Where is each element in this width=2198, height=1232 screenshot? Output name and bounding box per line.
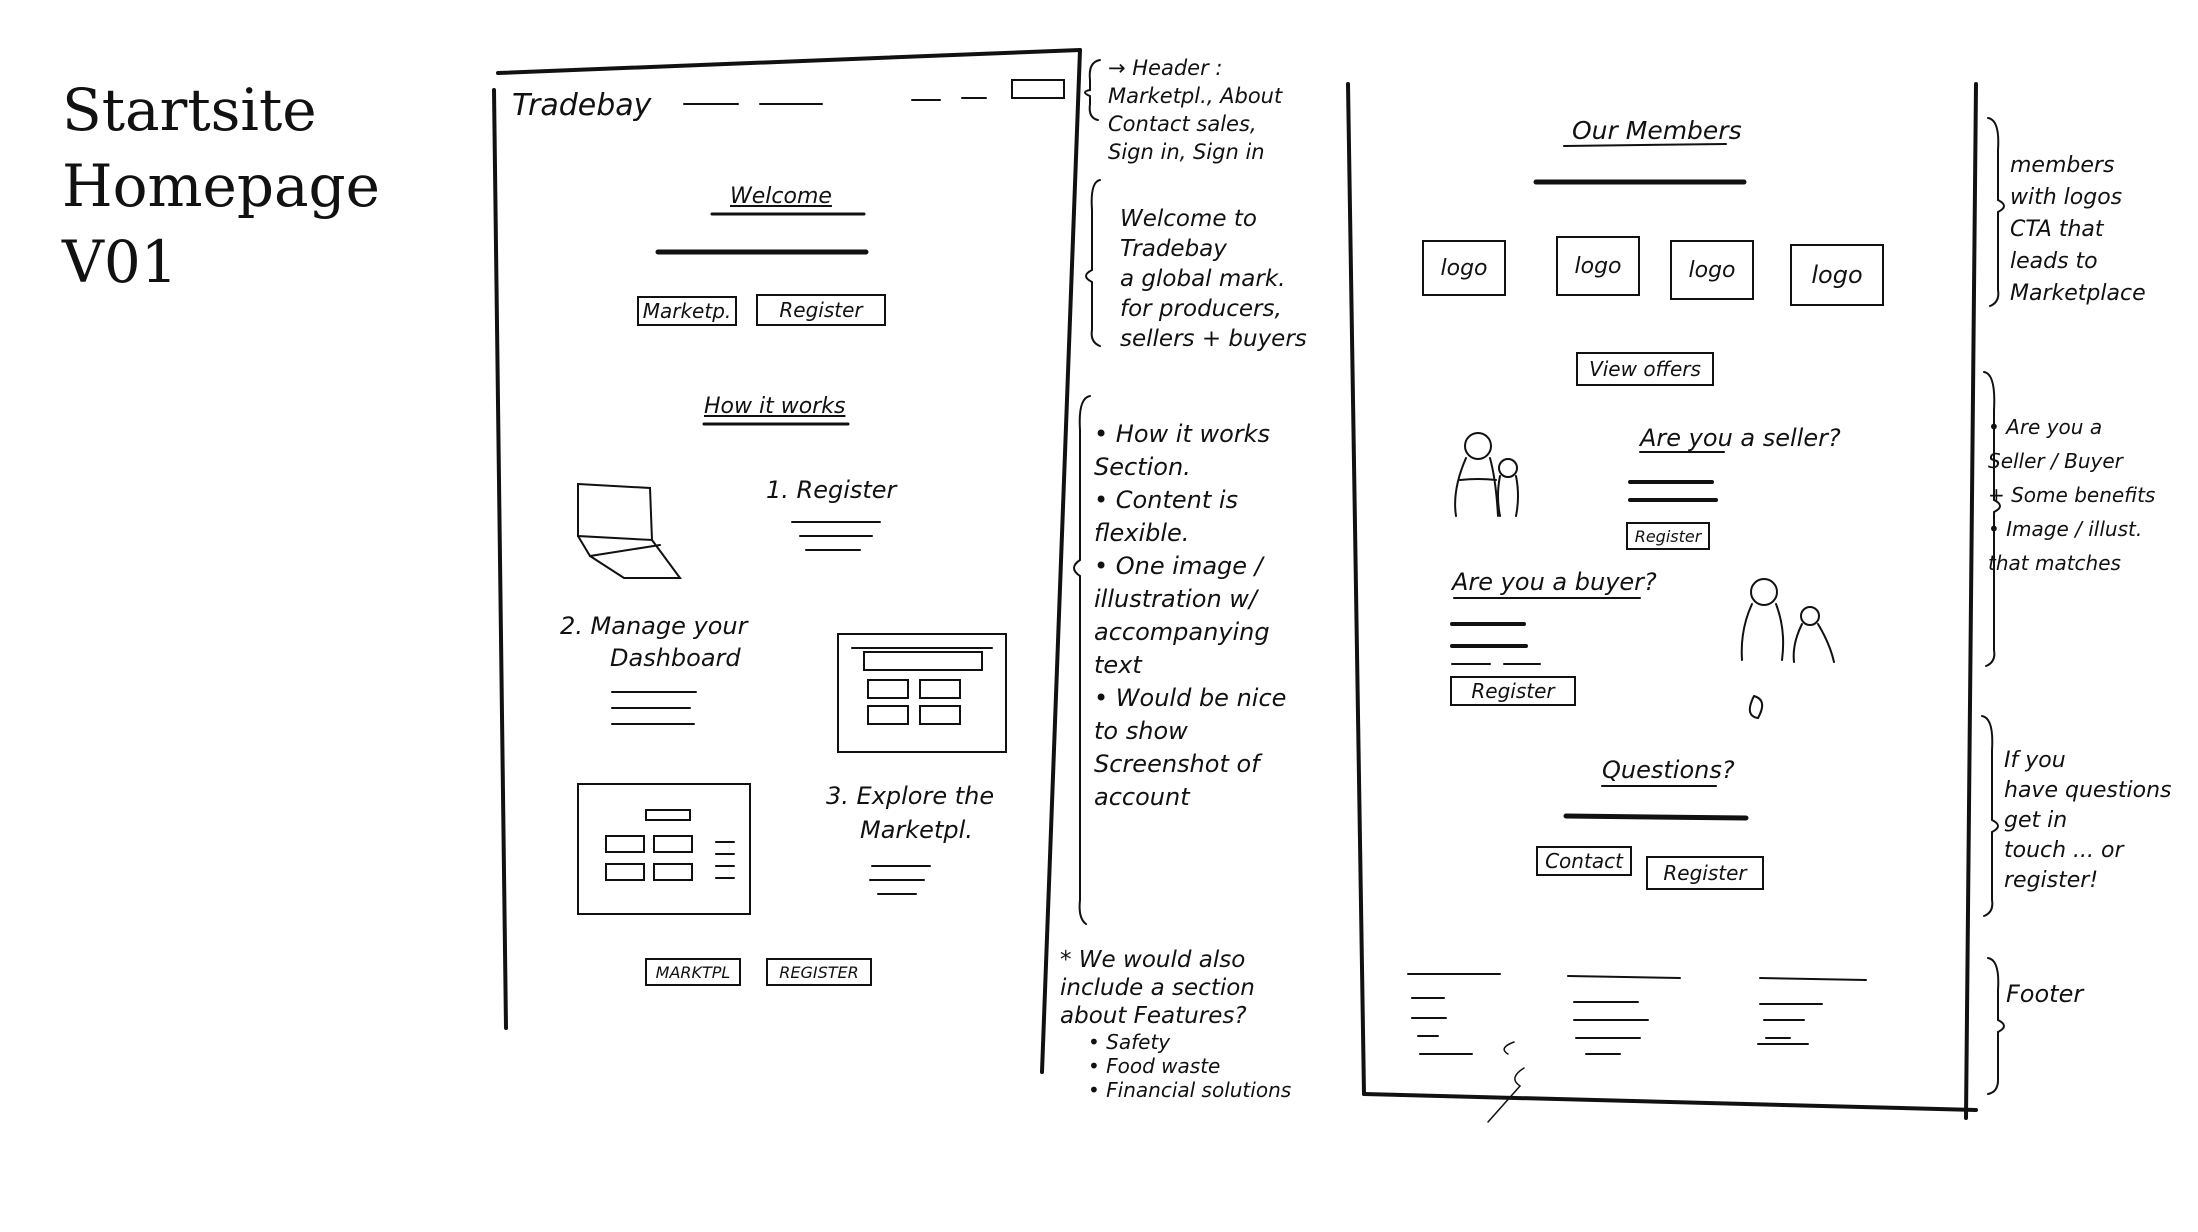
marketplace-button[interactable]: Marketp. <box>637 296 737 326</box>
seller-buyer-note-line: + Some benefits <box>1988 483 2156 507</box>
features-note-line: * We would also <box>1060 947 1246 973</box>
welcome-note-line: for producers, <box>1120 296 1282 322</box>
members-note-line: members <box>2010 153 2115 178</box>
questions-heading: Questions? <box>1602 756 1735 784</box>
bottom-marketplace-button[interactable]: MARKTPL <box>645 958 741 986</box>
sketch-title: Startsite Homepage V01 <box>62 72 380 300</box>
member-logo-text: logo <box>1811 261 1863 289</box>
members-note-line: with logos <box>2010 185 2123 210</box>
member-logo-text: logo <box>1688 257 1736 283</box>
buyer-heading: Are you a buyer? <box>1452 568 1657 596</box>
contact-button[interactable]: Contact <box>1536 846 1632 876</box>
features-note-line: • Financial solutions <box>1088 1078 1292 1102</box>
how-note-line: to show <box>1094 717 1188 745</box>
questions-register-button[interactable]: Register <box>1646 856 1764 890</box>
how-note-line: • One image / <box>1094 552 1263 580</box>
seller-buyer-note-line: • Are you a <box>1988 415 2103 439</box>
how-note-line: account <box>1094 783 1190 811</box>
seller-buyer-note-line: that matches <box>1988 551 2121 575</box>
how-note-line: • Content is <box>1094 486 1239 514</box>
welcome-note-line: Welcome to <box>1120 206 1257 232</box>
members-note-line: CTA that <box>2010 217 2104 242</box>
how-note-line: text <box>1094 651 1142 679</box>
features-note-line: • Safety <box>1088 1030 1171 1054</box>
step-3-label-line2: Marketpl. <box>860 816 973 844</box>
features-note-line: about Features? <box>1060 1003 1247 1029</box>
how-note-line: flexible. <box>1094 519 1190 547</box>
step-2-label-line2: Dashboard <box>610 644 741 672</box>
view-offers-button[interactable]: View offers <box>1576 352 1714 386</box>
welcome-note: Welcome to Tradebay a global mark. for p… <box>1120 204 1307 354</box>
welcome-note-line: a global mark. <box>1120 266 1286 292</box>
features-note: * We would also include a section about … <box>1060 946 1291 1102</box>
member-logo-text: logo <box>1574 253 1622 279</box>
how-note-line: Screenshot of <box>1094 750 1260 778</box>
member-logo-text: logo <box>1440 255 1488 281</box>
members-note-line: leads to <box>2010 249 2098 274</box>
questions-note-line: touch ... or <box>2004 838 2124 863</box>
seller-register-button[interactable]: Register <box>1626 522 1710 550</box>
header-note: → Header : Marketpl., About Contact sale… <box>1108 54 1282 166</box>
how-note-line: • Would be nice <box>1094 684 1287 712</box>
members-heading: Our Members <box>1572 116 1742 145</box>
members-note-line: Marketplace <box>2010 281 2146 306</box>
welcome-heading: Welcome <box>730 184 832 209</box>
how-note-line: Section. <box>1094 453 1191 481</box>
member-logo: logo <box>1422 240 1506 296</box>
members-note: members with logos CTA that leads to Mar… <box>2010 150 2146 310</box>
register-button[interactable]: Register <box>756 294 886 326</box>
header-note-line: Sign in, Sign in <box>1108 140 1265 164</box>
title-line-1: Startsite <box>62 76 317 144</box>
member-logo: logo <box>1790 244 1884 306</box>
title-line-2: Homepage <box>62 152 380 220</box>
how-note-line: illustration w/ <box>1094 585 1258 613</box>
features-note-line: include a section <box>1060 975 1255 1001</box>
member-logo: logo <box>1556 236 1640 296</box>
questions-note-line: get in <box>2004 808 2068 833</box>
bottom-register-button[interactable]: REGISTER <box>766 958 872 986</box>
welcome-note-line: sellers + buyers <box>1120 326 1307 352</box>
title-line-3: V01 <box>62 228 178 296</box>
questions-note-line: If you <box>2004 748 2066 773</box>
how-it-works-heading: How it works <box>704 394 846 419</box>
tradebay-logo: Tradebay <box>512 88 652 123</box>
seller-buyer-note-line: • Image / illust. <box>1988 517 2143 541</box>
step-3-label: 3. Explore the <box>826 782 995 810</box>
step-1-label: 1. Register <box>766 476 897 504</box>
header-note-line: Contact sales, <box>1108 112 1257 136</box>
questions-note-line: have questions <box>2004 778 2172 803</box>
seller-heading: Are you a seller? <box>1640 424 1841 452</box>
welcome-note-line: Tradebay <box>1120 236 1227 262</box>
features-note-line: • Food waste <box>1088 1054 1221 1078</box>
footer-note: Footer <box>2006 980 2084 1008</box>
how-note-line: accompanying <box>1094 618 1270 646</box>
header-note-line: → Header : <box>1108 56 1223 80</box>
header-note-line: Marketpl., About <box>1108 84 1283 108</box>
questions-note-line: register! <box>2004 868 2099 893</box>
seller-buyer-note: • Are you a Seller / Buyer + Some benefi… <box>1988 410 2155 580</box>
buyer-register-button[interactable]: Register <box>1450 676 1576 706</box>
member-logo: logo <box>1670 240 1754 300</box>
how-note-line: • How it works <box>1094 420 1271 448</box>
how-it-works-note: • How it works Section. • Content is fle… <box>1094 418 1286 814</box>
seller-buyer-note-line: Seller / Buyer <box>1988 449 2123 473</box>
step-2-label: 2. Manage your <box>560 612 748 640</box>
questions-note: If you have questions get in touch ... o… <box>2004 746 2171 896</box>
